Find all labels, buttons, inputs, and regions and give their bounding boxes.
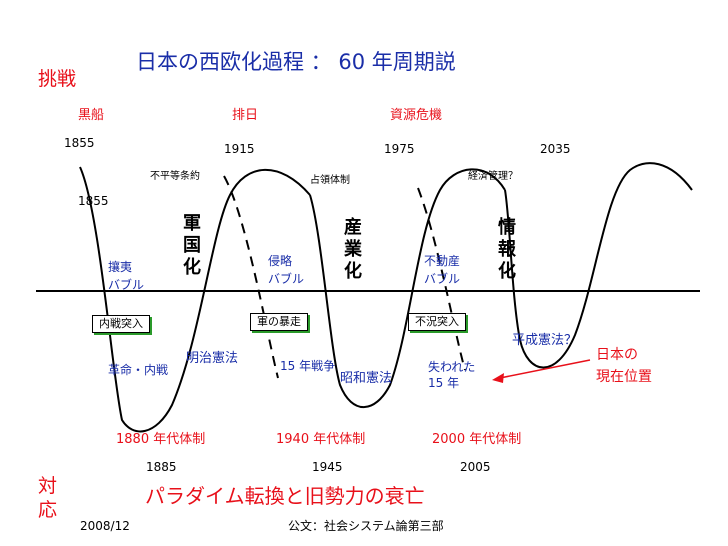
- s-curve-2: [309, 168, 506, 409]
- page-title: 日本の西欧化過程 ： 60 年周期説: [136, 50, 456, 74]
- s-curve-1: [79, 166, 311, 433]
- box-gunbosou: 軍の暴走: [250, 313, 308, 332]
- system-2000: 2000 年代体制: [432, 432, 522, 447]
- event-meiji: 明治憲法: [186, 351, 239, 366]
- era-sangyo: 産業化: [344, 217, 362, 282]
- year-1855-top: 1855: [64, 136, 95, 150]
- challenge-shigen: 資源危機: [390, 108, 443, 123]
- challenge-kurofune: 黒船: [78, 108, 105, 123]
- bubble-joi-line2: バブル: [108, 278, 145, 292]
- year-1855-lower: 1855: [78, 194, 109, 208]
- dashed-descent-2: [417, 187, 466, 371]
- event-showa: 昭和憲法: [340, 371, 393, 386]
- note-senryo: 占領体制: [310, 175, 350, 186]
- current-position-line1: 日本の: [596, 347, 638, 363]
- note-fubyodo: 不平等条約: [150, 171, 200, 182]
- challenge-hainichi: 排日: [232, 108, 259, 123]
- footer-source: 公文：社会システム論第三部: [288, 519, 444, 533]
- dashed-descent-1: [223, 175, 279, 379]
- box-fukyo: 不況突入: [408, 313, 466, 332]
- challenge-label: 挑戦: [38, 68, 77, 90]
- note-keizai: 経済管理？: [468, 171, 518, 182]
- year-2005: 2005: [460, 460, 491, 474]
- event-ushinawareta: 失われた 15 年: [428, 360, 476, 390]
- era-joho: 情報化: [498, 217, 516, 282]
- current-position-arrow: [499, 359, 591, 379]
- response-label: 対応: [38, 475, 58, 521]
- system-1880: 1880 年代体制: [116, 432, 206, 447]
- subtitle: パラダイム転換と旧勢力の衰亡: [145, 484, 425, 508]
- box-naisen: 内戦突入: [92, 315, 150, 334]
- year-1975: 1975: [384, 142, 415, 156]
- bubble-shinryaku-line2: バブル: [268, 272, 305, 286]
- system-1940: 1940 年代体制: [276, 432, 366, 447]
- year-1885: 1885: [146, 460, 177, 474]
- bubble-shinryaku-line1: 侵略: [268, 254, 293, 268]
- event-kakumei: 革命・内戦: [108, 363, 169, 377]
- era-gunkoku: 軍国化: [183, 213, 201, 278]
- year-1915: 1915: [224, 142, 255, 156]
- bubble-fudosan-line2: バブル: [424, 272, 461, 286]
- year-2035: 2035: [540, 142, 571, 156]
- s-curve-3: [504, 162, 693, 369]
- footer-date: 2008/12: [80, 519, 130, 533]
- bubble-joi-line1: 攘夷: [108, 260, 133, 274]
- event-heisei: 平成憲法？: [512, 333, 578, 348]
- current-position-line2: 現在位置: [596, 369, 652, 385]
- current-position-arrowhead: [492, 373, 504, 383]
- year-1945: 1945: [312, 460, 343, 474]
- bubble-fudosan-line1: 不動産: [424, 254, 461, 268]
- event-war15: 15 年戦争: [280, 359, 336, 373]
